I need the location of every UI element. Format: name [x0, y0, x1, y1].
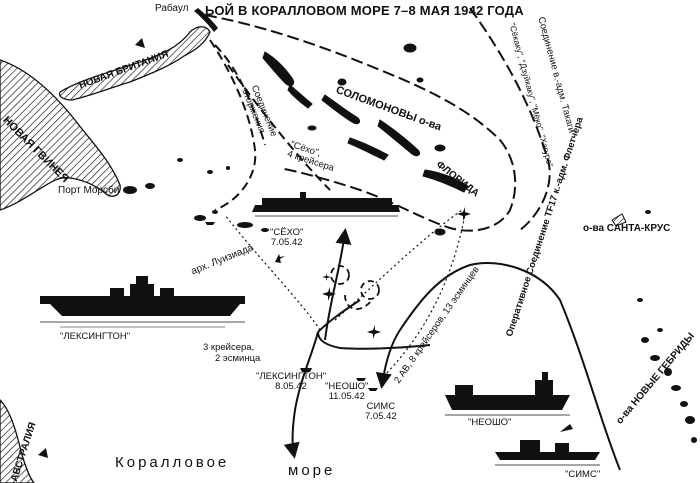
air-strike-lines	[224, 209, 466, 381]
caption-neosho: "НЕОШО"	[468, 417, 512, 428]
solomon-islands	[262, 43, 469, 236]
label-port-moresby: Порт Морсби	[58, 185, 120, 196]
invasion-route	[209, 39, 331, 211]
sinking-markers	[205, 222, 378, 391]
tf17-route	[283, 228, 621, 471]
new-hebrides-islands	[637, 298, 697, 443]
label-sinking-lexington: "ЛЕКСИНГТОН" 8.05.42	[256, 371, 327, 393]
label-cruiser-group: 3 крейсера, 2 эсминца	[203, 342, 261, 364]
label-sinking-shoho: "СЁХО" 7.05.42	[270, 227, 304, 249]
new-ireland-land	[194, 8, 218, 32]
label-coral-sea-1: Коралловое	[115, 454, 230, 471]
australia-land	[0, 399, 35, 483]
label-sinking-neosho: "НЕОШО" 11.05.42	[325, 381, 369, 403]
caption-sims: "СИМС"	[565, 469, 601, 480]
map-title: ЬОЙ В КОРАЛЛОВОМ МОРЕ 7–8 МАЯ 1942 ГОДА	[205, 3, 524, 18]
label-santa-cruz: о-ва САНТА-КРУС	[583, 223, 671, 234]
label-coral-sea-2: море	[288, 462, 336, 479]
santa-cruz-island	[611, 213, 627, 227]
shoho-silhouette	[252, 192, 400, 217]
takagi-route	[204, 7, 551, 232]
louisiade-islands	[123, 158, 269, 232]
label-rabaul: Рабаул	[155, 3, 189, 14]
neosho-silhouette	[445, 372, 570, 416]
aircraft-icons	[275, 207, 471, 339]
lexington-silhouette	[40, 276, 245, 328]
label-sinking-sims: СИМС 7.05.42	[365, 401, 397, 423]
new-guinea-land	[0, 59, 121, 211]
new-britain-land	[58, 26, 211, 101]
caption-lexington: "ЛЕКСИНГТОН"	[60, 331, 131, 342]
sims-silhouette	[495, 424, 600, 466]
